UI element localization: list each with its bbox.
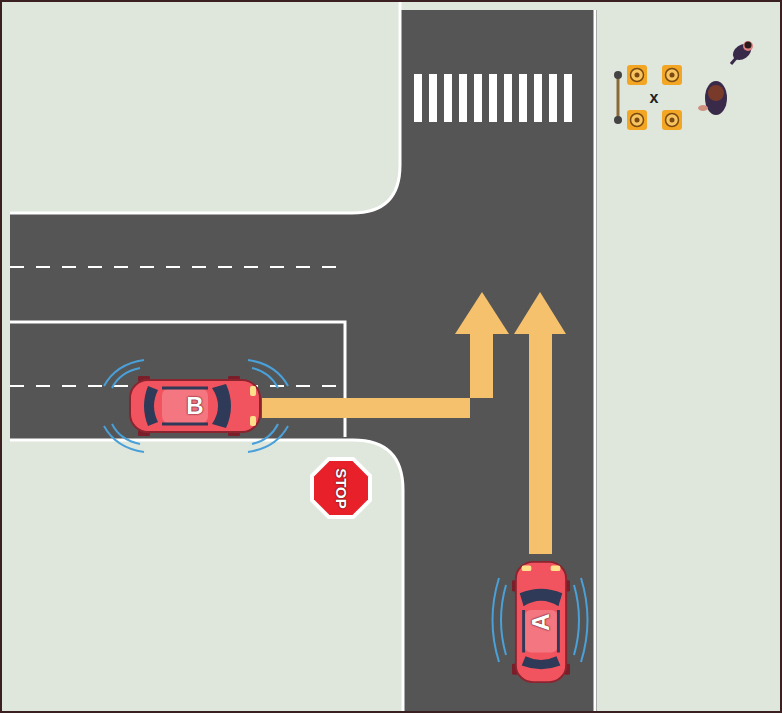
traffic-cone xyxy=(627,110,647,130)
crosswalk-stripe xyxy=(489,74,497,122)
cone-barrier xyxy=(614,65,682,130)
sidewalk-right xyxy=(597,10,782,713)
car-b: B xyxy=(128,376,262,436)
crosswalk-stripe xyxy=(474,74,482,122)
stop-line xyxy=(10,322,345,437)
crosswalk-stripe xyxy=(519,74,527,122)
traffic-cone xyxy=(662,65,682,85)
marker-label: x xyxy=(650,90,659,106)
pedestrian xyxy=(730,41,754,64)
car-a: A xyxy=(512,560,570,684)
crosswalk-stripe xyxy=(459,74,467,122)
node-text: STOP xyxy=(333,468,348,509)
traffic-cone xyxy=(662,110,682,130)
crosswalk xyxy=(414,74,572,122)
node-text: B xyxy=(186,394,203,418)
road-edge-line xyxy=(594,10,597,713)
crosswalk-stripe xyxy=(414,74,422,122)
crosswalk-stripe xyxy=(504,74,512,122)
crosswalk-stripe xyxy=(534,74,542,122)
block-top-left xyxy=(0,0,400,213)
path-arrow xyxy=(514,292,566,554)
crosswalk-stripe xyxy=(549,74,557,122)
traffic-cone xyxy=(627,65,647,85)
path-arrow xyxy=(262,292,509,418)
pedestrian xyxy=(698,81,727,115)
block-bottom-left xyxy=(0,440,403,713)
crosswalk-stripe xyxy=(444,74,452,122)
dashed-lane-line xyxy=(10,266,345,268)
node-text: A xyxy=(529,613,553,630)
crosswalk-stripe xyxy=(564,74,572,122)
stop-sign: STOP xyxy=(309,456,373,520)
crosswalk-stripe xyxy=(429,74,437,122)
